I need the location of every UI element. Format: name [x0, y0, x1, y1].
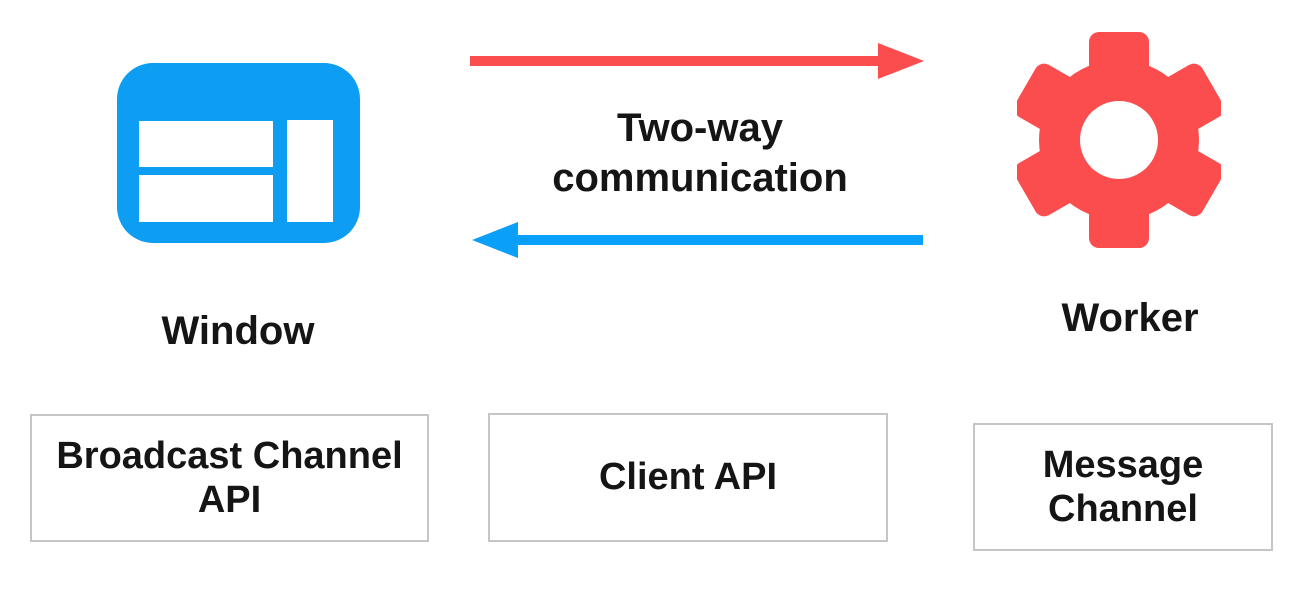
window-label: Window [161, 309, 315, 353]
worker-label: Worker [1061, 296, 1199, 340]
client-api-box: Client API [488, 413, 888, 542]
right-arrow-head [878, 43, 924, 79]
broadcast-channel-api-box: Broadcast Channel API [30, 414, 429, 542]
left-arrow-head [472, 222, 518, 258]
message-channel-box: Message Channel [973, 423, 1273, 551]
client-api-label: Client API [598, 456, 778, 499]
right-arrow [470, 43, 924, 79]
message-channel-label: Message Channel [1042, 443, 1204, 530]
left-arrow [472, 222, 923, 258]
browser-window-icon [117, 63, 360, 243]
gear-icon [1017, 32, 1221, 248]
two-way-communication-label: Two-way communication [552, 106, 848, 200]
two-way-arrows [470, 43, 924, 258]
broadcast-channel-api-label: Broadcast Channel API [56, 434, 403, 521]
